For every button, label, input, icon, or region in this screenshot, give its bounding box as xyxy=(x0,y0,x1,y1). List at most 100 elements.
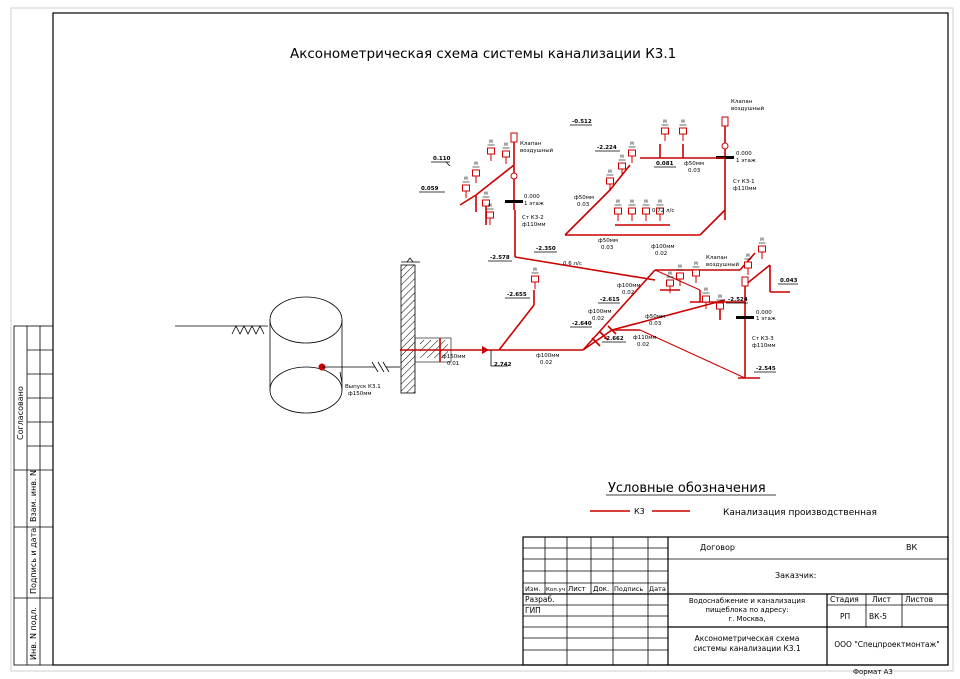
elev-0512: -0.512 xyxy=(572,119,592,125)
valve3-line2: воздушный xyxy=(706,261,740,268)
replaced-inv-label: Взам. инв. N xyxy=(29,470,38,522)
code-top: ВК xyxy=(906,543,917,552)
elev-2742: 2.742 xyxy=(494,362,512,368)
pipe4-dia: ф100мм xyxy=(588,309,612,315)
side-stamp: Согласовано Взам. инв. N Подпись и дата … xyxy=(13,325,54,666)
riser1-line1: Ст К3-1 xyxy=(733,179,755,185)
riser3-line1: Ст К3-3 xyxy=(752,336,774,342)
air-valves xyxy=(510,116,749,287)
valve1-line1: Клапан xyxy=(520,141,542,147)
sheet-border xyxy=(10,7,954,672)
col-sign: Подпись xyxy=(614,585,643,593)
pipe5-dia: ф100мм xyxy=(651,244,675,250)
valve2-line2: воздушный xyxy=(731,105,765,112)
pipe7-slope: 0.03 xyxy=(601,245,614,251)
elev-2545: -2.545 xyxy=(756,366,776,372)
sheet-value: ВК-5 xyxy=(869,612,887,621)
zero-mark-c: 0.000 xyxy=(756,310,772,316)
legend: Условные обозначения К3 Канализация прои… xyxy=(590,481,877,518)
elev-2524: -2.524 xyxy=(728,297,748,303)
col-date: Дата xyxy=(649,585,666,593)
annotations: Клапан воздушный Клапан воздушный Клапан… xyxy=(442,99,776,367)
elev-0110: 0.110 xyxy=(433,156,451,162)
pipe2-slope: 0.02 xyxy=(540,360,552,366)
pipe7-dia: ф50мм xyxy=(598,238,618,244)
role-dev: Разраб. xyxy=(525,595,554,604)
pipe3-slope: 0.02 xyxy=(622,290,634,296)
pipe6-dia: ф50мм xyxy=(574,195,594,201)
pipe9-slope: 0.03 xyxy=(649,321,662,327)
col-list: Лист xyxy=(568,585,586,593)
pipe10-dia: ф110мм xyxy=(633,335,657,341)
valve2-line1: Клапан xyxy=(731,99,753,105)
elev-2655: -2.655 xyxy=(507,292,527,298)
pipe3-dia: ф100мм xyxy=(617,283,641,289)
elev-2350: -2.350 xyxy=(536,246,556,252)
elevation-marks: 0.110 0.059 -0.512 -2.224 0.081 -2.350 -… xyxy=(419,119,798,373)
legend-description: Канализация производственная xyxy=(723,508,877,518)
title-block: Изм. Кол.уч Лист Док. Подпись Дата Разра… xyxy=(522,536,949,676)
zero-mark-b: 0.000 xyxy=(736,151,752,157)
foundation-wall xyxy=(400,257,452,394)
valve3-line1: Клапан xyxy=(706,255,728,261)
outlet-label-2: ф150мм xyxy=(348,391,372,397)
project-line-3: г. Москва, xyxy=(728,615,765,623)
elev-2662: -2.662 xyxy=(604,336,624,342)
floor1-label: 1 этаж xyxy=(524,201,544,207)
sign-date-label: Подпись и дата xyxy=(29,528,38,594)
col-kol: Кол.уч xyxy=(546,587,565,593)
elev-2224: -2.224 xyxy=(597,145,617,151)
legend-heading: Условные обозначения xyxy=(608,481,766,496)
pipe5-slope: 0.02 xyxy=(655,251,667,257)
contract-label: Договор xyxy=(700,543,735,552)
elev-2640: -2.640 xyxy=(572,321,592,327)
elev-0043: 0.043 xyxy=(780,278,798,284)
pipe2-dia: ф100мм xyxy=(536,353,560,359)
valve1-line2: воздушный xyxy=(520,147,554,154)
col-izm: Изм. xyxy=(525,585,540,593)
project-line-1: Водоснабжение и канализация xyxy=(689,597,805,605)
elev-2578: -2.578 xyxy=(490,255,510,261)
outlet-pipe xyxy=(318,361,400,384)
elev-0081: 0.081 xyxy=(656,161,674,167)
riser1-line2: ф110мм xyxy=(733,186,757,192)
role-gip: ГИП xyxy=(525,606,541,615)
drawing-name-2: системы канализации К3.1 xyxy=(693,644,801,653)
stage-value: РП xyxy=(840,612,850,621)
drawing-name-1: Аксонометрическая схема xyxy=(695,634,800,643)
floor2-label: 1 этаж xyxy=(736,158,756,164)
pipe10-slope: 0.02 xyxy=(637,342,649,348)
sheet-label: Лист xyxy=(872,595,892,604)
floor3-label: 1 этаж xyxy=(756,316,776,322)
flow-2: 0.6 л/с xyxy=(563,261,582,267)
inv-orig-label: Инв. N подл. xyxy=(29,607,38,660)
outlet-label-1: Выпуск К3.1 xyxy=(345,384,381,390)
elev-0059: 0.059 xyxy=(421,186,439,192)
riser2-line1: Ст К3-2 xyxy=(522,215,544,221)
pipe1-slope: 0.01 xyxy=(447,361,459,367)
sheets-label: Листов xyxy=(905,595,933,604)
pipe9-dia: ф50мм xyxy=(645,314,665,320)
project-line-2: пищеблока по адресу: xyxy=(705,606,788,614)
customer-label: Заказчик: xyxy=(775,571,816,580)
company-name: ООО "Спецпроектмонтаж" xyxy=(834,640,940,649)
septic-tank xyxy=(175,296,343,414)
col-dok: Док. xyxy=(593,585,609,593)
approved-label: Согласовано xyxy=(16,386,25,440)
pipe8-slope: 0.03 xyxy=(688,168,701,174)
zero-mark-a: 0.000 xyxy=(524,194,540,200)
riser2-line2: ф110мм xyxy=(522,222,546,228)
legend-code: К3 xyxy=(634,507,645,516)
format-label: Формат А3 xyxy=(853,668,893,676)
sewer-network xyxy=(400,125,790,379)
pipe6-slope: 0.03 xyxy=(577,202,590,208)
drawing-title: Аксонометрическая схема системы канализа… xyxy=(290,46,676,62)
flow-1: 0.72 л/с xyxy=(652,208,674,214)
stage-label: Стадия xyxy=(830,595,859,604)
drawing-frame xyxy=(52,12,949,666)
pipe4-slope: 0.02 xyxy=(592,316,604,322)
pipe8-dia: ф50мм xyxy=(684,161,704,167)
riser3-line2: ф110мм xyxy=(752,343,776,349)
pipe1-dia: ф150мм xyxy=(442,354,466,360)
